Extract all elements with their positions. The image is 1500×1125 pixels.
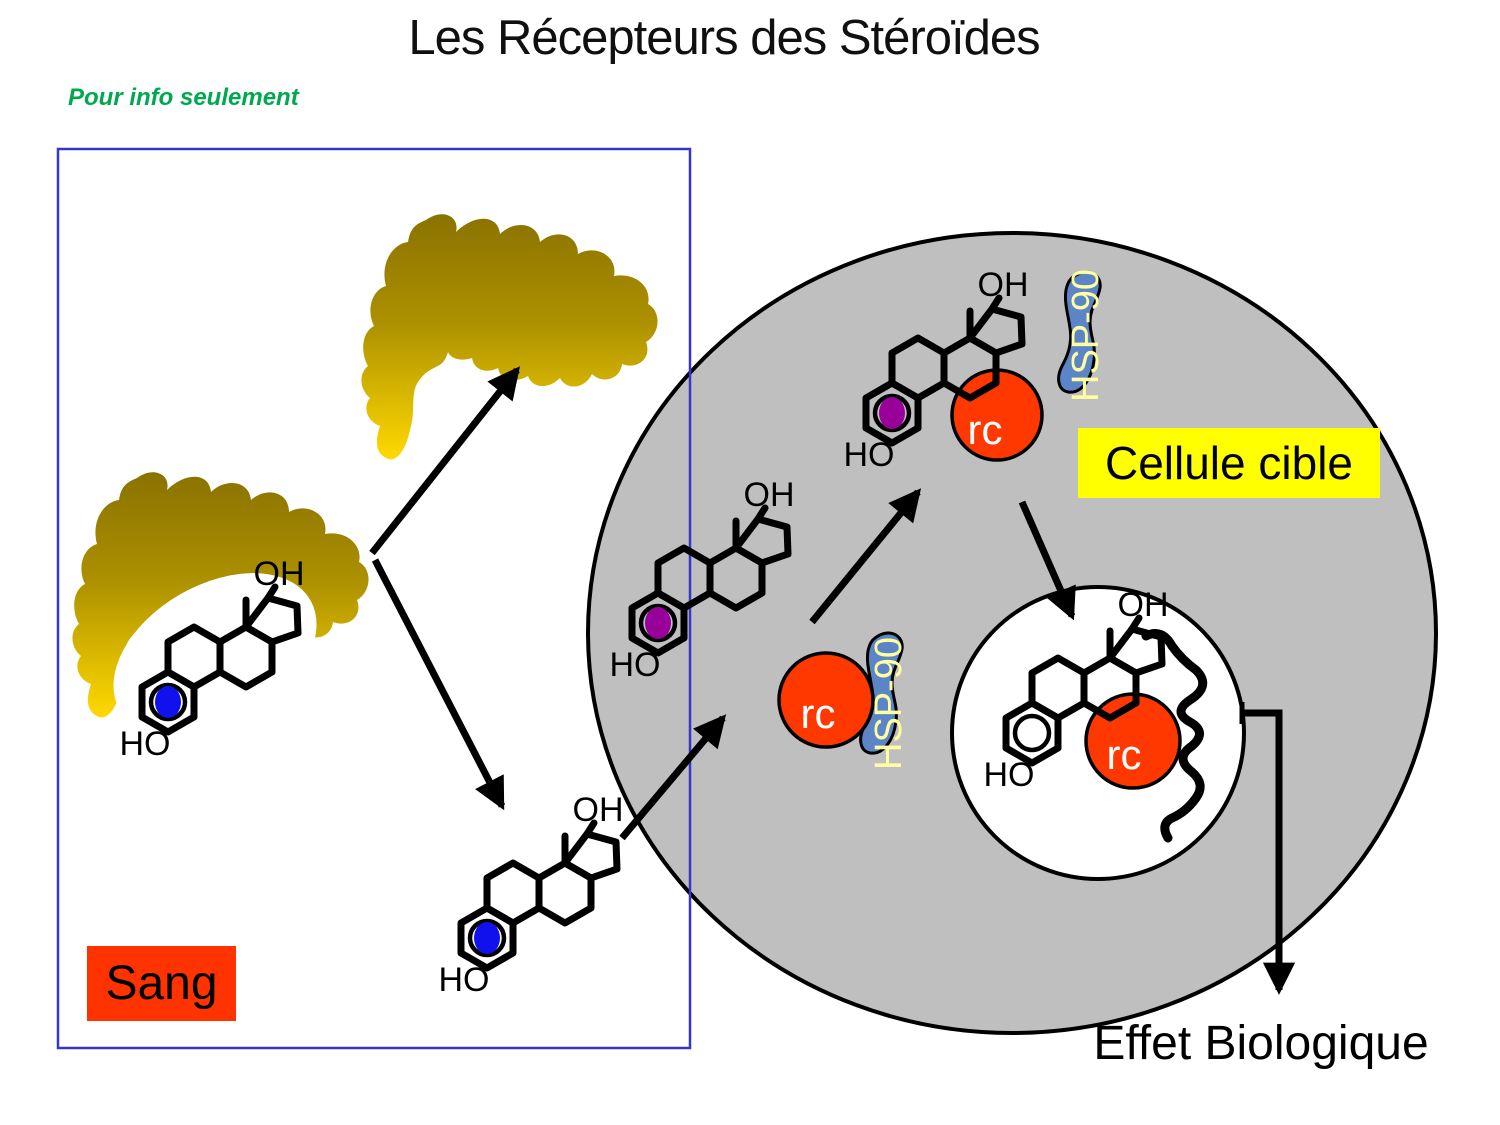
ho-label: HO [844,436,895,474]
arrow-bind-receptor [809,488,922,625]
steroid-a-ring-dot [155,686,181,718]
blood-label: Sang [87,946,236,1021]
oh-label: OH [978,266,1029,304]
arrow-to-effect [1242,709,1296,995]
oh-label: OH [254,555,305,593]
steroid-receptor-complex-nucleus: OH HO [984,586,1169,794]
hsp90-label-top: HSP-90 [1065,269,1107,402]
oh-label: OH [1118,586,1169,624]
steroid-free-blood: OH HO [439,791,624,999]
arrow-blood-up [369,366,520,556]
steroid-receptor-complex-top: OH HO [844,266,1029,474]
carrier-protein-blob-upper [361,214,658,460]
oh-label: OH [744,476,795,514]
receptor-label-middle: rc [801,690,836,737]
steroid-a-ring-dot [474,922,500,954]
hsp90-label-middle: HSP-90 [868,637,910,770]
target-cell-label: Cellule cible [1078,428,1380,498]
arrow-blood-down [371,558,506,811]
receptor-label-top: rc [968,406,1003,453]
receptor-label-nucleus: rc [1107,731,1142,778]
arrow-to-nucleus [1018,500,1076,621]
steroid-a-ring-dot [879,397,905,429]
blood-compartment-box [56,147,692,1050]
receptor-circle-middle [777,651,875,749]
steroid-free-cytoplasm: OH HO [610,476,795,684]
ho-label: HO [984,756,1035,794]
dna-squiggle [1141,629,1208,843]
info-note: Pour info seulement [68,84,299,111]
oh-label: OH [573,791,624,829]
steroid-a-ring-dot [645,607,671,639]
arrow-enter-cell [619,714,727,841]
steroid-bound-blood: OH HO [120,555,305,763]
slide-title: Les Récepteurs des Stéroïdes [408,11,1040,65]
biological-effect-label: Effet Biologique [1093,1017,1429,1070]
ho-label: HO [439,961,490,999]
ho-label: HO [120,725,171,763]
ho-label: HO [610,646,661,684]
